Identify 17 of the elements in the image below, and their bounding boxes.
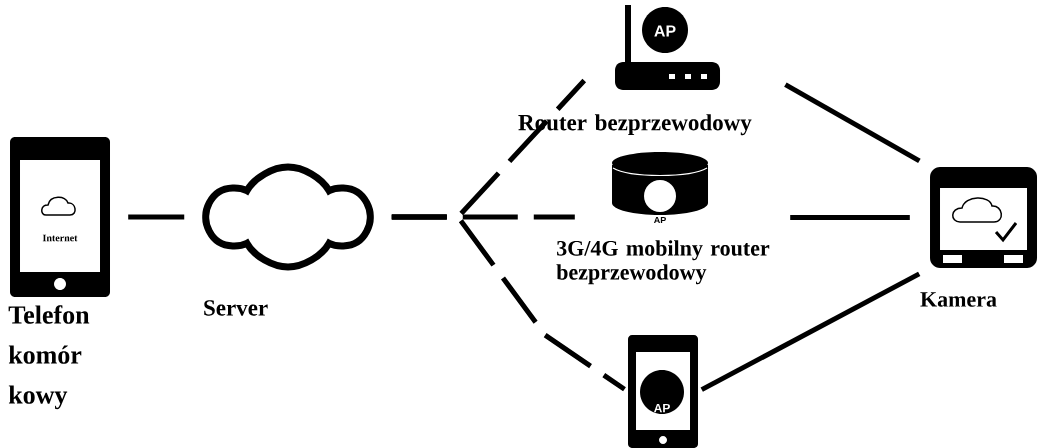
connector-line <box>790 215 910 220</box>
node-label: AP <box>654 25 676 37</box>
connector-line <box>700 271 921 392</box>
device-label: Telefon komór kowy <box>8 305 90 410</box>
device-label: 3G/4G mobilny router bezprzewodowy <box>556 240 770 285</box>
device-label: Server <box>204 300 268 316</box>
phone-drawing: AP <box>628 335 698 448</box>
connector-line <box>128 214 185 220</box>
mobile-router-drawing: AP <box>612 152 708 224</box>
router-drawing: AP <box>615 5 720 90</box>
connector-line <box>391 214 626 392</box>
device-label: Kamera <box>920 292 997 307</box>
connector-line <box>784 82 921 164</box>
camera-drawing <box>930 167 1037 268</box>
node-label: AP <box>653 216 666 224</box>
cloud-drawing <box>202 163 374 271</box>
phone-drawing: Internet <box>10 137 110 297</box>
